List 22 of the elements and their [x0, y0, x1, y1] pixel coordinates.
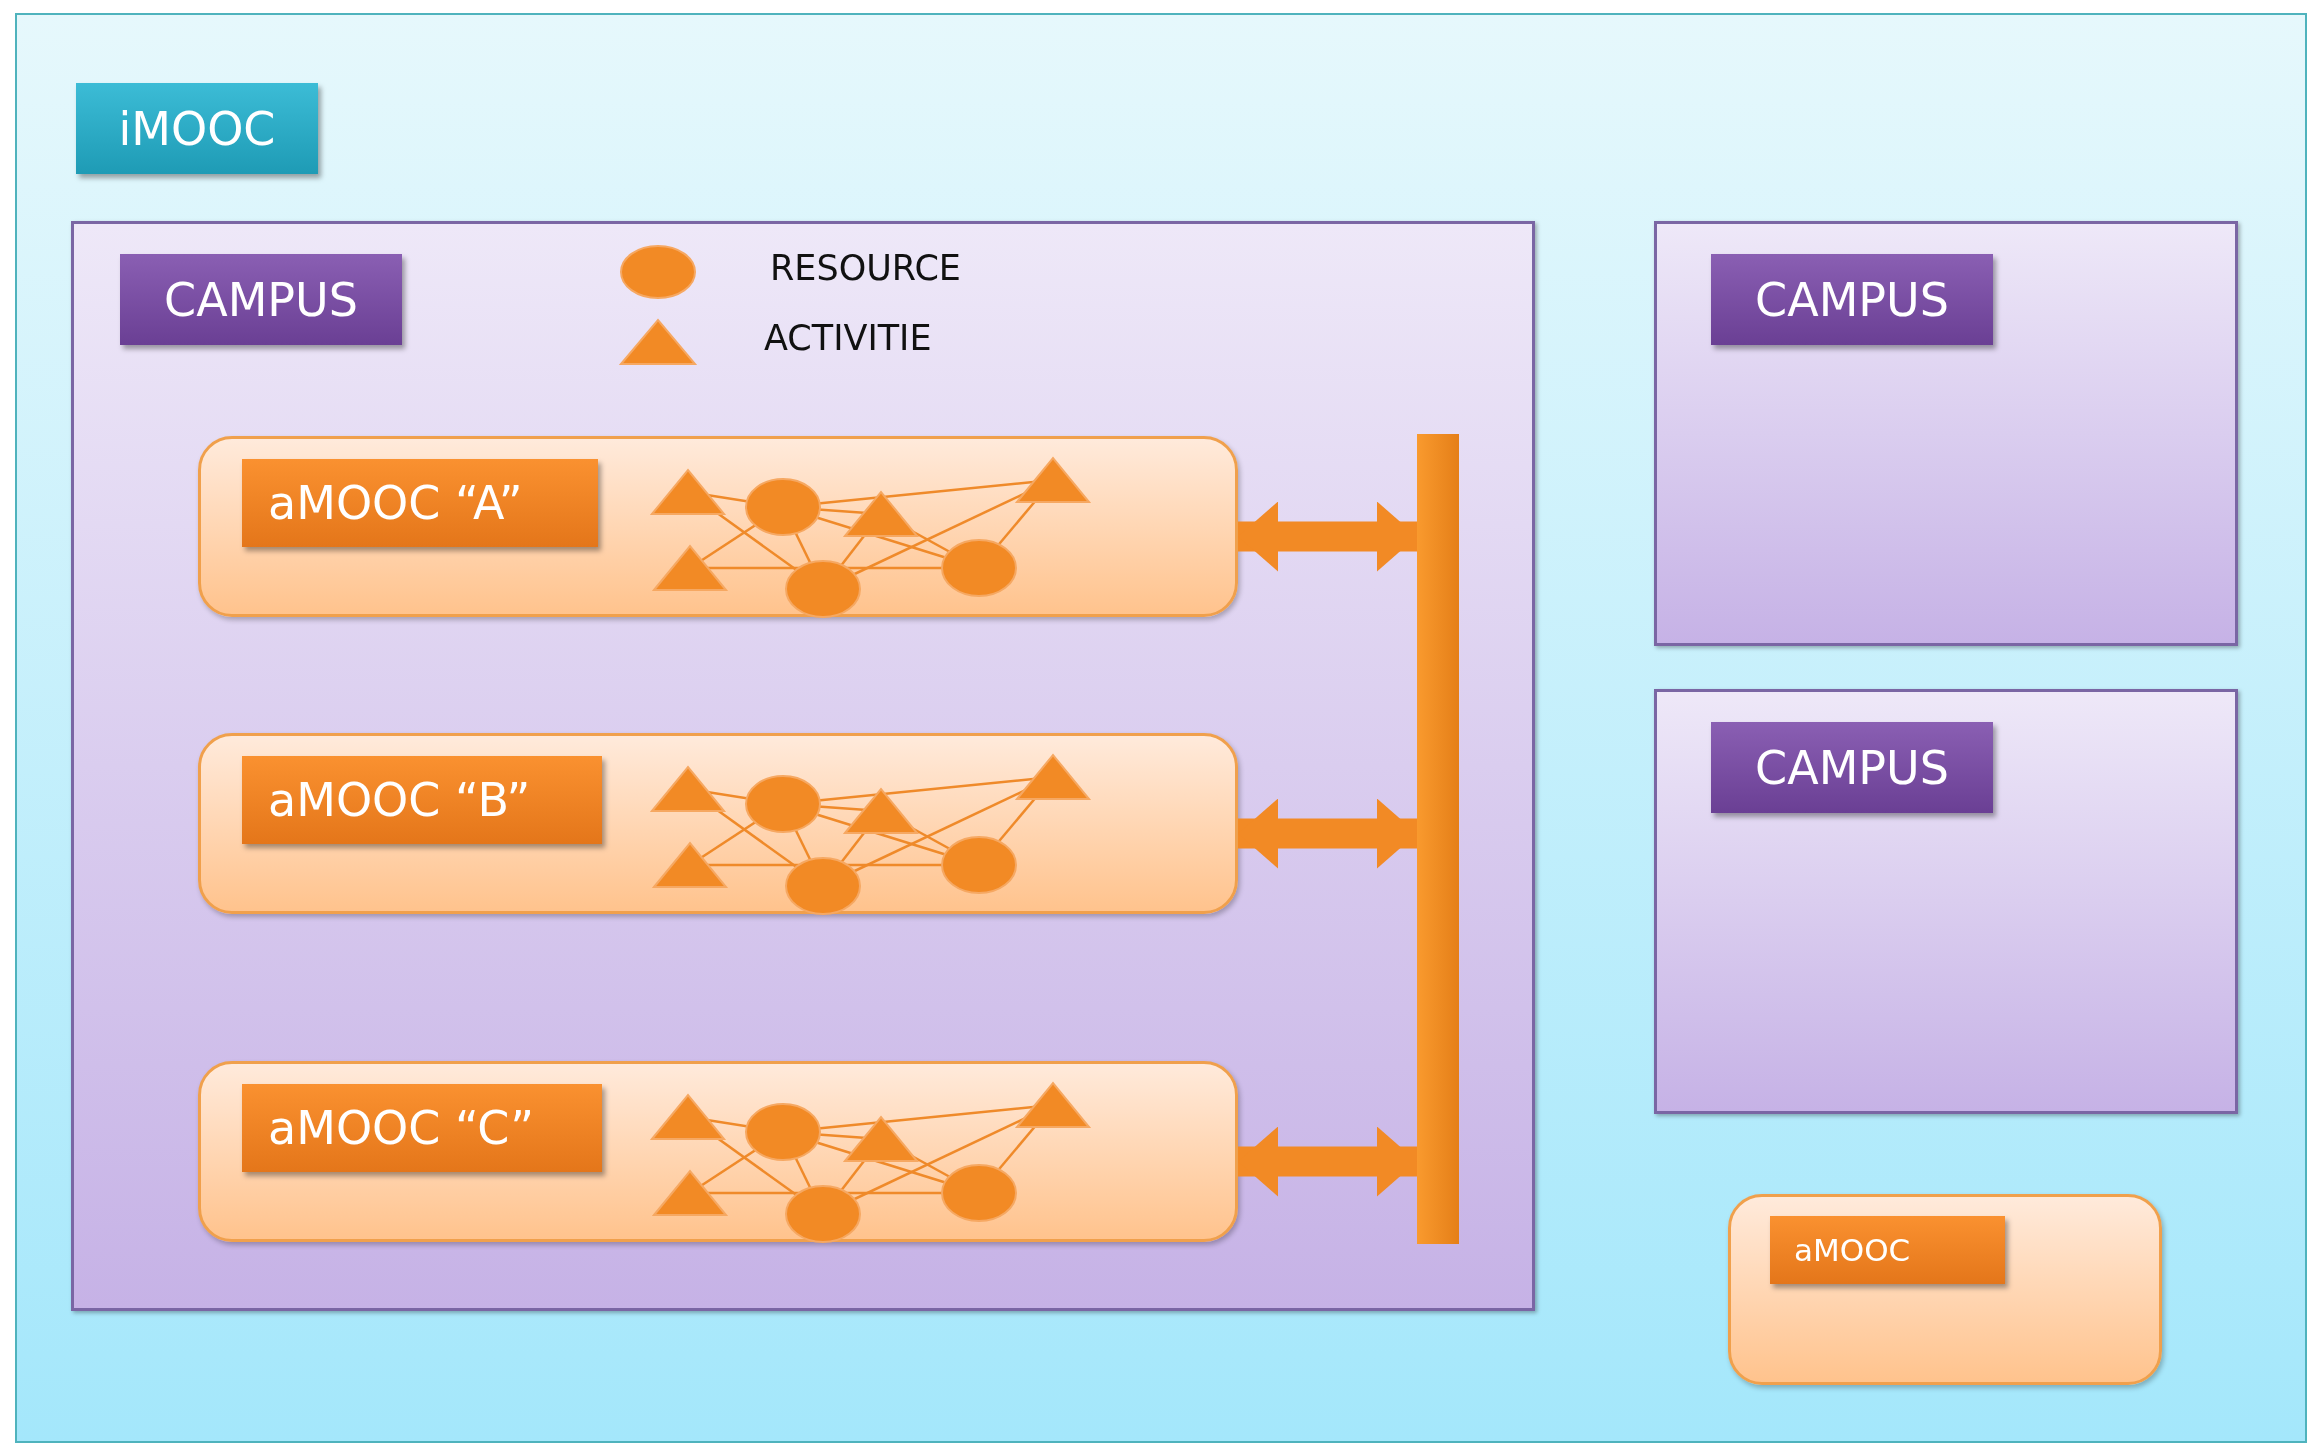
module-card: [198, 733, 1238, 914]
module-card: [198, 1061, 1238, 1242]
campus-panel: [1654, 689, 2238, 1114]
title-label: iMOOC: [76, 83, 318, 174]
campus-panel: [1654, 221, 2238, 646]
title-label: CAMPUS: [1711, 254, 1993, 345]
title-label: aMOOC: [1770, 1216, 2005, 1284]
legend-label: ACTIVITIE: [764, 318, 932, 358]
double-arrow: [1238, 1126, 1417, 1197]
title-label: aMOOC “B”: [242, 756, 602, 844]
double-arrow: [1238, 798, 1417, 869]
panel-background: [15, 13, 2307, 1443]
vertical-bar: [1417, 434, 1459, 1244]
module-card: [1728, 1194, 2162, 1385]
module-card: [198, 436, 1238, 617]
title-label: aMOOC “A”: [242, 459, 598, 547]
campus-panel: [71, 221, 1535, 1311]
title-label: CAMPUS: [120, 254, 402, 345]
title-label: CAMPUS: [1711, 722, 1993, 813]
legend-label: RESOURCE: [770, 248, 961, 288]
title-label: aMOOC “C”: [242, 1084, 602, 1172]
double-arrow: [1238, 501, 1417, 572]
